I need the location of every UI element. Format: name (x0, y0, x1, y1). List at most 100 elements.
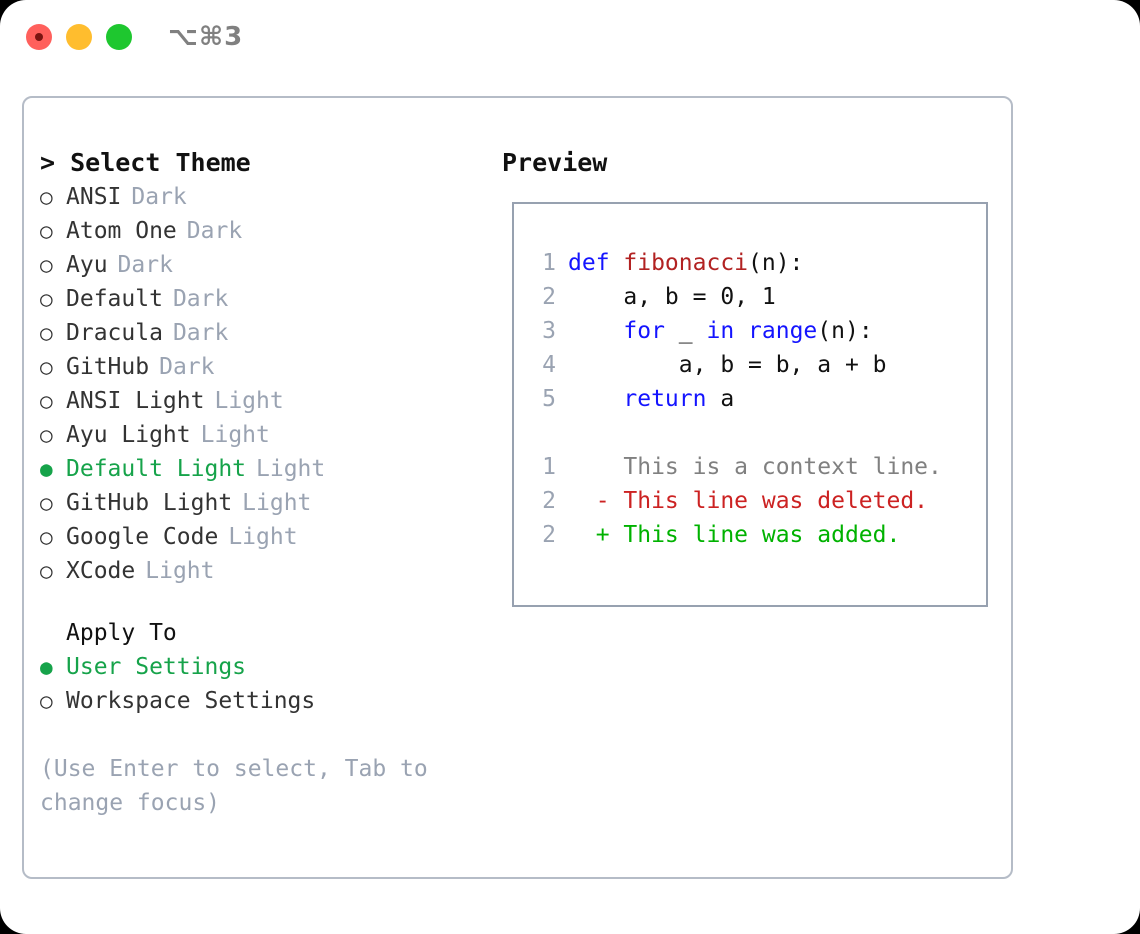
traffic-lights (26, 24, 132, 50)
theme-category-label: Light (145, 558, 215, 584)
theme-name-label: Dracula (66, 320, 163, 346)
code-token: range (748, 318, 818, 344)
apply-to-option[interactable]: ○ Workspace Settings (40, 684, 500, 718)
line-number: 2 (542, 522, 556, 548)
diff-line: 2 - This line was deleted. (530, 484, 986, 518)
apply-to-heading: Apply To (66, 620, 177, 646)
theme-category-label: Light (200, 422, 270, 448)
radio-unselected-icon: ○ (40, 525, 53, 549)
diff-text: This is a context line. (568, 454, 942, 480)
theme-list-item[interactable]: ○ Atom One Dark (40, 214, 500, 248)
select-theme-heading: > Select Theme (40, 148, 251, 177)
theme-list-item[interactable]: ○ Default Dark (40, 282, 500, 316)
line-number: 1 (542, 250, 556, 276)
line-number: 5 (542, 386, 556, 412)
theme-name-label: Ayu (66, 252, 108, 278)
spacer (40, 718, 500, 752)
radio-selected-icon: ● (40, 457, 53, 481)
radio-unselected-icon: ○ (40, 287, 53, 311)
code-token: (n): (817, 318, 873, 344)
minimize-button-icon[interactable] (66, 24, 92, 50)
theme-name-label: ANSI (66, 184, 122, 210)
theme-name-label: GitHub Light (66, 490, 233, 516)
theme-category-label: Light (256, 456, 326, 482)
theme-name-label: Default Light (66, 456, 247, 482)
theme-list-item[interactable]: ● Default Light Light (40, 452, 500, 486)
theme-category-label: Light (242, 490, 312, 516)
theme-list-item[interactable]: ○ ANSI Light Light (40, 384, 500, 418)
radio-unselected-icon: ○ (40, 491, 53, 515)
theme-category-label: Dark (172, 286, 229, 312)
theme-list-item[interactable]: ○ Google Code Light (40, 520, 500, 554)
code-token: a, b = b, a + b (568, 352, 887, 378)
theme-name-label: GitHub (66, 354, 150, 380)
code-token: def (568, 250, 624, 276)
code-token: fibonacci (623, 250, 749, 276)
radio-unselected-icon: ○ (40, 423, 53, 447)
code-token (734, 314, 748, 348)
code-token: for (623, 318, 665, 344)
theme-category-label: Light (228, 524, 298, 550)
spacer (40, 588, 500, 616)
code-token (568, 314, 623, 348)
radio-unselected-icon: ○ (40, 219, 53, 243)
radio-unselected-icon: ○ (40, 355, 53, 379)
theme-list-item[interactable]: ○ ANSI Dark (40, 180, 500, 214)
line-number: 2 (542, 488, 556, 514)
theme-name-label: ANSI Light (66, 388, 205, 414)
theme-name-label: Google Code (66, 524, 219, 550)
diff-text: + This line was added. (568, 522, 901, 548)
line-number: 2 (542, 284, 556, 310)
close-button-icon[interactable] (26, 24, 52, 50)
code-token: _ (664, 318, 707, 344)
theme-category-label: Dark (172, 320, 229, 346)
code-token: return (623, 386, 707, 412)
maximize-button-icon[interactable] (106, 24, 132, 50)
theme-list-item[interactable]: ○ Ayu Light Light (40, 418, 500, 452)
theme-list-item[interactable]: ○ XCode Light (40, 554, 500, 588)
apply-to-label: User Settings (66, 654, 247, 680)
preview-box: 1 def fibonacci (n): 2 a, b = 0, 1 3 for _ i… (512, 202, 988, 607)
theme-category-label: Dark (131, 184, 187, 210)
diff-sample: 1 This is a context line. 2 - This line w… (530, 450, 986, 552)
apply-to-label: Workspace Settings (66, 688, 316, 714)
diff-line: 2 + This line was added. (530, 518, 986, 552)
radio-unselected-icon: ○ (40, 389, 53, 413)
spacer (530, 416, 986, 450)
keyboard-hint-text: (Use Enter to select, Tab to change focu… (40, 756, 442, 816)
code-line: 3 for _ in range(n): (530, 314, 986, 348)
code-line: 5 return a (530, 382, 986, 416)
code-token: a (706, 386, 735, 412)
line-number: 1 (542, 454, 556, 480)
theme-category-label: Light (214, 388, 284, 414)
radio-unselected-icon: ○ (40, 185, 53, 209)
radio-unselected-icon: ○ (40, 559, 53, 583)
diff-text: - This line was deleted. (568, 488, 929, 514)
line-number: 3 (542, 318, 556, 344)
code-token: in (706, 318, 735, 344)
theme-name-label: Default (66, 286, 163, 312)
theme-name-label: Atom One (66, 218, 177, 244)
preview-heading: Preview (502, 148, 608, 177)
code-line: 4 a, b = b, a + b (530, 348, 986, 382)
radio-selected-icon: ● (40, 655, 53, 679)
title-bar: ⌥⌘3 (0, 0, 1140, 78)
preview-column: Preview 1 def fibonacci (n): 2 a, b = 0, 1 3… (502, 146, 1002, 607)
theme-list-item[interactable]: ○ GitHub Light Light (40, 486, 500, 520)
line-number: 4 (542, 352, 556, 378)
apply-to-option[interactable]: ● User Settings (40, 650, 500, 684)
theme-name-label: Ayu Light (66, 422, 191, 448)
theme-name-label: XCode (66, 558, 136, 584)
radio-unselected-icon: ○ (40, 689, 53, 713)
code-sample: 1 def fibonacci (n): 2 a, b = 0, 1 3 for _ i… (530, 246, 986, 416)
apply-to-list[interactable]: ● User Settings ○ Workspace Settings (40, 650, 500, 718)
code-token: a, b = 0, 1 (568, 284, 776, 310)
theme-category-label: Dark (186, 218, 243, 244)
